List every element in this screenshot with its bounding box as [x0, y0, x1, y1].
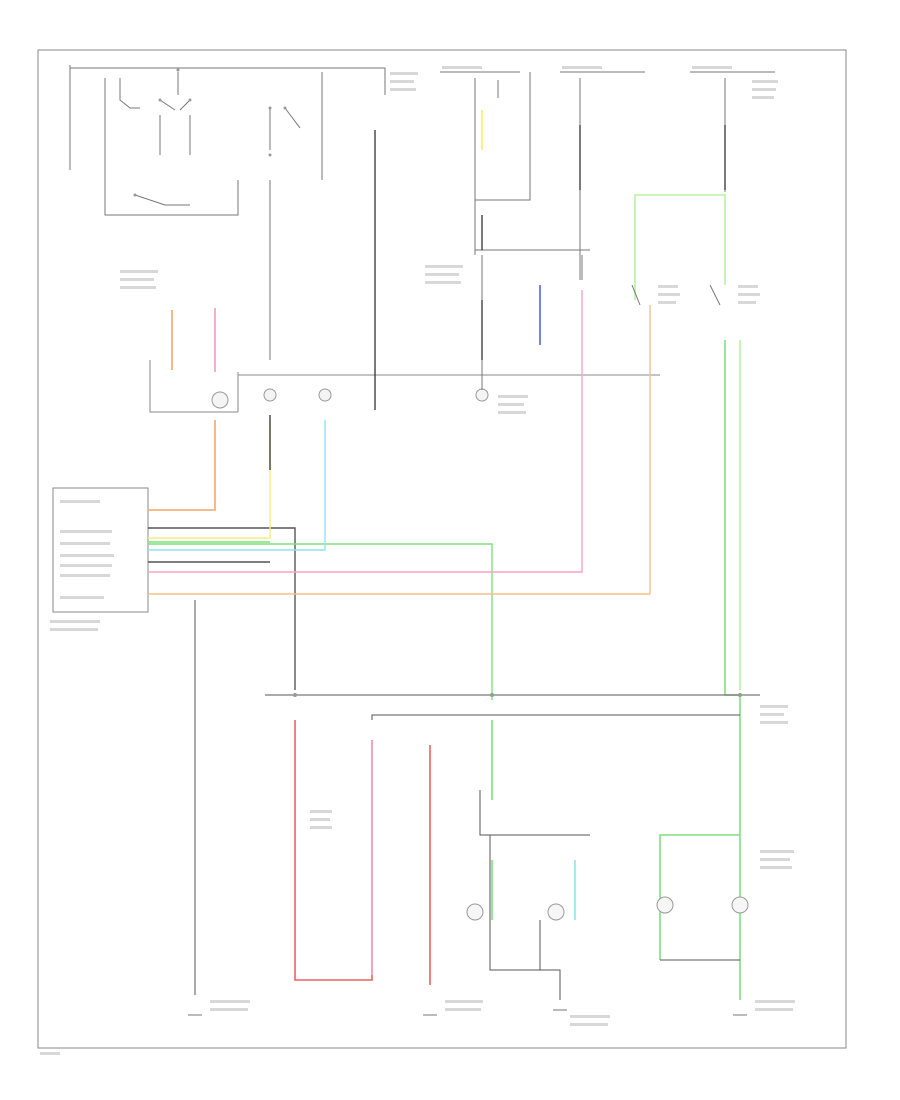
connector-pin-icon: [318, 388, 332, 402]
splice-icon: [738, 693, 742, 697]
lamps: [466, 896, 749, 921]
connector-pin-icon: [475, 388, 489, 402]
brake-switch-contacts: [631, 284, 721, 306]
wire-orange-upper: [148, 310, 216, 511]
label-placeholders: [40, 66, 795, 1055]
multifunction-switch-box: [149, 360, 660, 413]
bulb-icon: [211, 391, 229, 409]
connector-pin-icon: [263, 388, 277, 402]
lower-wires: [294, 720, 740, 985]
connectors-row: [211, 388, 489, 409]
headlamp-switch-block: [69, 65, 386, 360]
top-right-gray-wires: [269, 125, 726, 470]
bulb-icon: [547, 903, 565, 921]
brake-switch-wires: [634, 194, 741, 1000]
splice-icon: [293, 693, 297, 697]
wire-bundle-module: [148, 290, 651, 700]
splice-bus: [265, 694, 760, 720]
lower-gray-wires: [194, 600, 740, 1000]
splice-icons: [293, 693, 742, 697]
bulb-icon: [656, 896, 674, 914]
headlamp-switch-contacts: [133, 68, 287, 197]
bulb-icon: [466, 903, 484, 921]
diagram-frame: [37, 49, 847, 1049]
bulb-icon: [731, 896, 749, 914]
control-module-box: [52, 487, 149, 613]
splice-icon: [490, 693, 494, 697]
ground-icons: [188, 1009, 747, 1016]
